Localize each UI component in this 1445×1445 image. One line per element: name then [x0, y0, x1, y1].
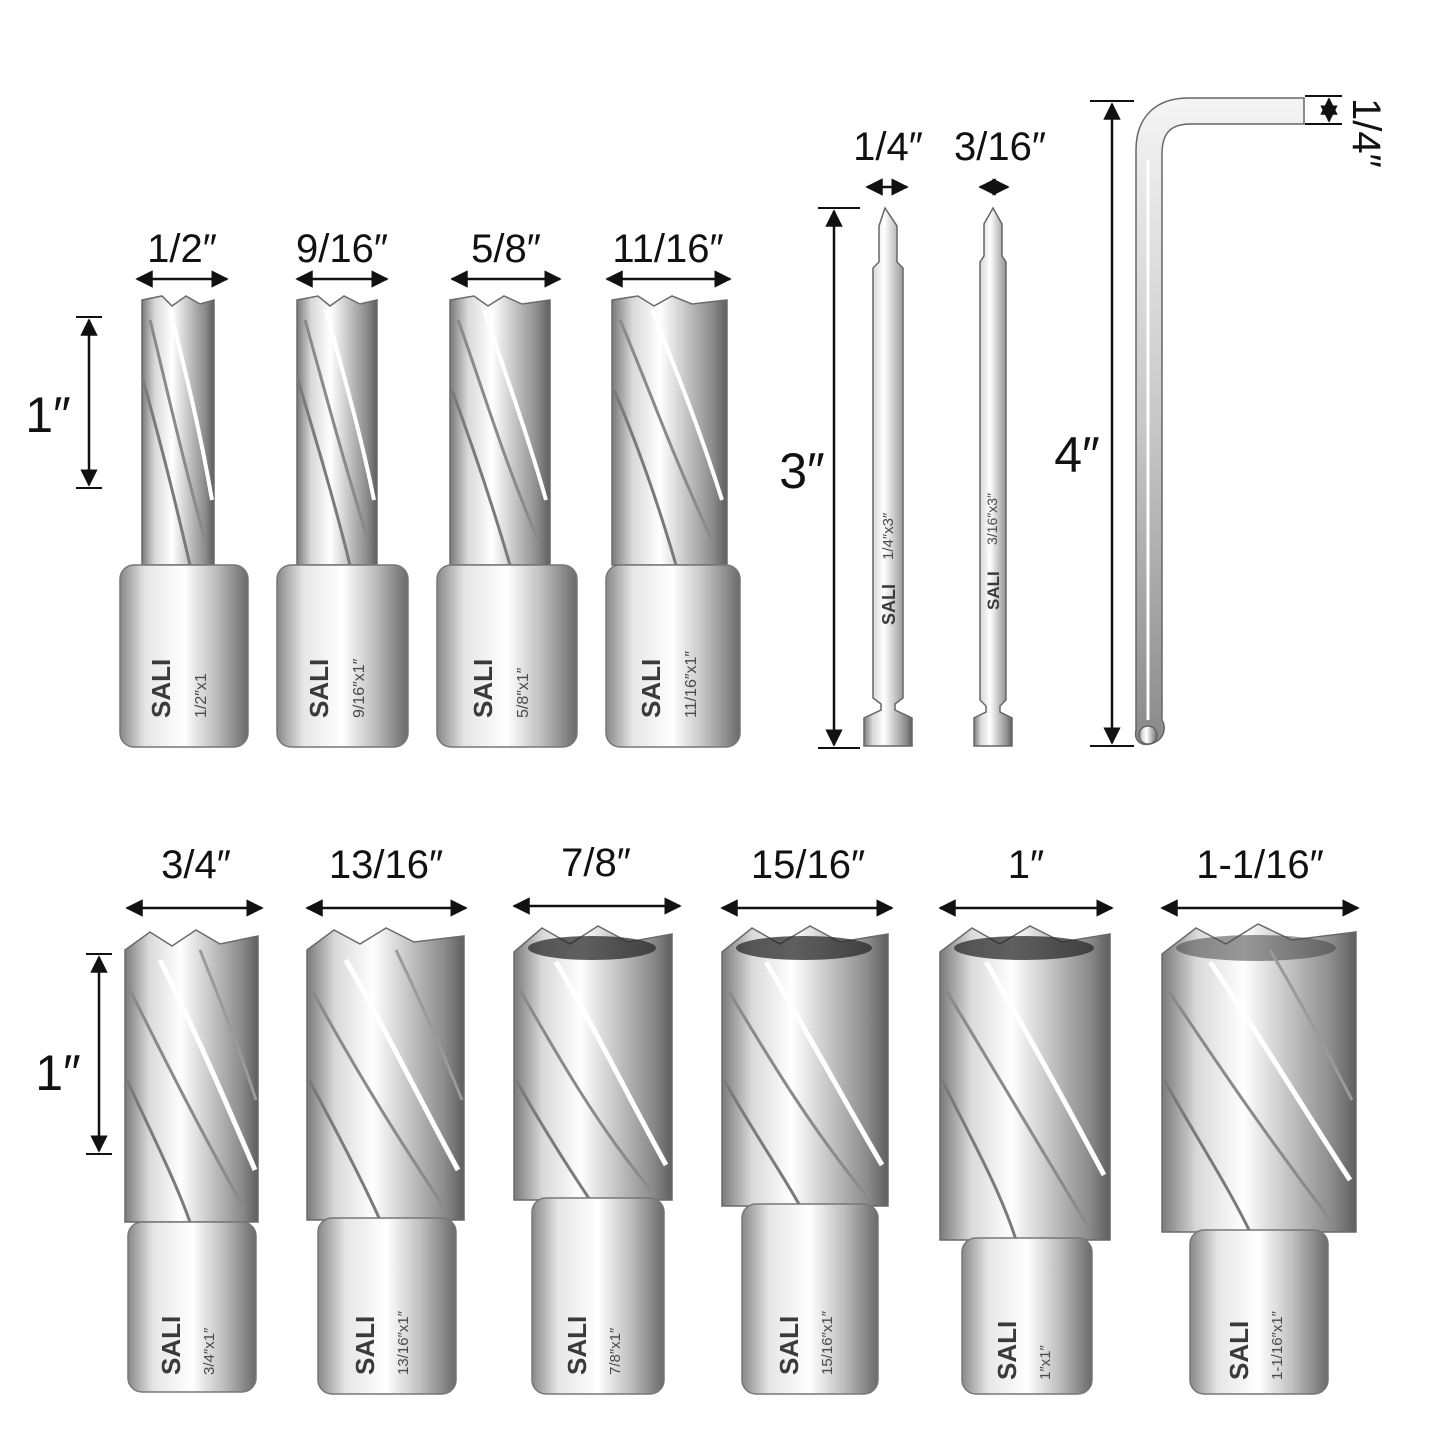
cutter-5-8: 5/8″ SALI 5/8″x1″ [436, 227, 578, 748]
size-engraving: 7/8″x1″ [607, 1327, 624, 1375]
pilot-pins: 3″ 1/4″ SALI 1/4″x3″ 3/16″ SALI 3/16″x3″ [779, 125, 1046, 749]
cutter-size-label: 1-1/16″ [1196, 843, 1324, 887]
cutter-size-label: 9/16″ [296, 227, 388, 271]
pilot-pin-icon: SALI 3/16″x3″ [973, 206, 1013, 747]
size-engraving: 3/4″x1″ [201, 1327, 218, 1375]
size-engraving: 1″x1″ [1037, 1345, 1054, 1380]
cutter-7-8: 7/8″ SALI 7/8″x1″ [512, 841, 682, 1395]
cutter-1: 1″ SALI 1″x1″ [938, 843, 1114, 1395]
pilot-pin-3-16: 3/16″ SALI 3/16″x3″ [954, 125, 1046, 747]
size-engraving: 1-1/16″x1″ [1269, 1310, 1286, 1380]
cutter-size-label: 5/8″ [471, 227, 541, 271]
size-engraving: 11/16″x1″ [683, 651, 700, 718]
pin-length-label: 3″ [779, 443, 825, 499]
bottom-row: 1″ 3/4″ SALI 3/4″x1″ 13/16″ [35, 841, 1360, 1395]
pilot-pin-icon: SALI 1/4″x3″ [863, 206, 913, 747]
cutter-11-16: 11/16″ SALI 11/16″x1″ [605, 227, 741, 748]
pin-size-label: 3/16″ [954, 125, 1046, 169]
size-engraving: 3/16″x3″ [984, 493, 1000, 545]
cutter-1-1-16: 1-1/16″ SALI 1-1/16″x1″ [1160, 843, 1360, 1395]
brand-engraving: SALI [468, 659, 498, 718]
cutter-9-16: 9/16″ SALI 9/16″x1″ [276, 227, 409, 748]
annular-cutter-icon: SALI 9/16″x1″ [276, 295, 409, 748]
brand-engraving: SALI [156, 1316, 186, 1375]
cutter-size-label: 1″ [1008, 843, 1044, 887]
hex-key-icon [1134, 97, 1305, 746]
hex-key-size-label: 1/4″ [1344, 98, 1388, 168]
brand-engraving: SALI [636, 659, 666, 718]
cutter-1-2: 1/2″ SALI 1/2″x1 [119, 227, 249, 748]
cutter-3-4: 3/4″ SALI 3/4″x1″ [124, 843, 264, 1393]
brand-engraving: SALI [562, 1316, 592, 1375]
cutter-15-16: 15/16″ SALI 15/16″x1″ [720, 843, 894, 1395]
hex-key-size-dimension: 1/4″ [1305, 95, 1388, 168]
brand-engraving: SALI [304, 659, 334, 718]
size-engraving: 1/2″x1 [193, 673, 210, 718]
annular-cutter-icon: SALI 15/16″x1″ [721, 925, 889, 1395]
annular-cutter-icon: SALI 11/16″x1″ [605, 295, 741, 748]
cutter-size-label: 1/2″ [147, 227, 217, 271]
top-row-length-label: 1″ [25, 387, 71, 443]
brand-engraving: SALI [992, 1321, 1022, 1380]
size-engraving: 1/4″x3″ [880, 512, 897, 560]
hex-key: 4″ 1/4″ [1054, 95, 1388, 747]
size-engraving: 13/16″x1″ [395, 1310, 412, 1375]
annular-cutter-icon: SALI 7/8″x1″ [513, 925, 673, 1395]
size-engraving: 15/16″x1″ [819, 1310, 836, 1375]
brand-engraving: SALI [1224, 1321, 1254, 1380]
pilot-pin-1-4: 1/4″ SALI 1/4″x3″ [853, 125, 923, 747]
annular-cutter-icon: SALI 1/2″x1 [119, 295, 249, 748]
annular-cutter-icon: SALI 13/16″x1″ [306, 927, 465, 1395]
top-row: 1″ 1/2″ SALI 1/2″x1 9/16″ [25, 227, 741, 748]
cutter-size-label: 3/4″ [161, 843, 231, 887]
cutter-13-16: 13/16″ SALI 13/16″x1″ [305, 843, 468, 1395]
brand-engraving: SALI [146, 659, 176, 718]
cutter-size-label: 15/16″ [751, 843, 865, 887]
annular-cutter-icon: SALI 1-1/16″x1″ [1161, 923, 1357, 1395]
brand-engraving: SALI [984, 571, 1003, 610]
cutter-size-label: 11/16″ [612, 227, 723, 271]
annular-cutter-icon: SALI 1″x1″ [939, 925, 1111, 1395]
brand-engraving: SALI [350, 1316, 380, 1375]
pin-length-dimension: 3″ [779, 207, 860, 749]
bottom-row-length-label: 1″ [35, 1045, 81, 1101]
bottom-row-length-dimension: 1″ [35, 953, 112, 1155]
top-row-length-dimension: 1″ [25, 316, 102, 489]
hex-key-length-label: 4″ [1054, 427, 1100, 483]
hex-key-length-dimension: 4″ [1054, 100, 1134, 747]
pin-size-label: 1/4″ [853, 125, 923, 169]
brand-engraving: SALI [879, 584, 899, 625]
size-engraving: 5/8″x1″ [515, 667, 532, 718]
cutter-size-label: 7/8″ [561, 841, 631, 885]
cutter-size-label: 13/16″ [329, 843, 443, 887]
brand-engraving: SALI [774, 1316, 804, 1375]
annular-cutter-icon: SALI 5/8″x1″ [436, 295, 578, 748]
annular-cutter-icon: SALI 3/4″x1″ [124, 929, 259, 1393]
size-engraving: 9/16″x1″ [351, 658, 368, 718]
